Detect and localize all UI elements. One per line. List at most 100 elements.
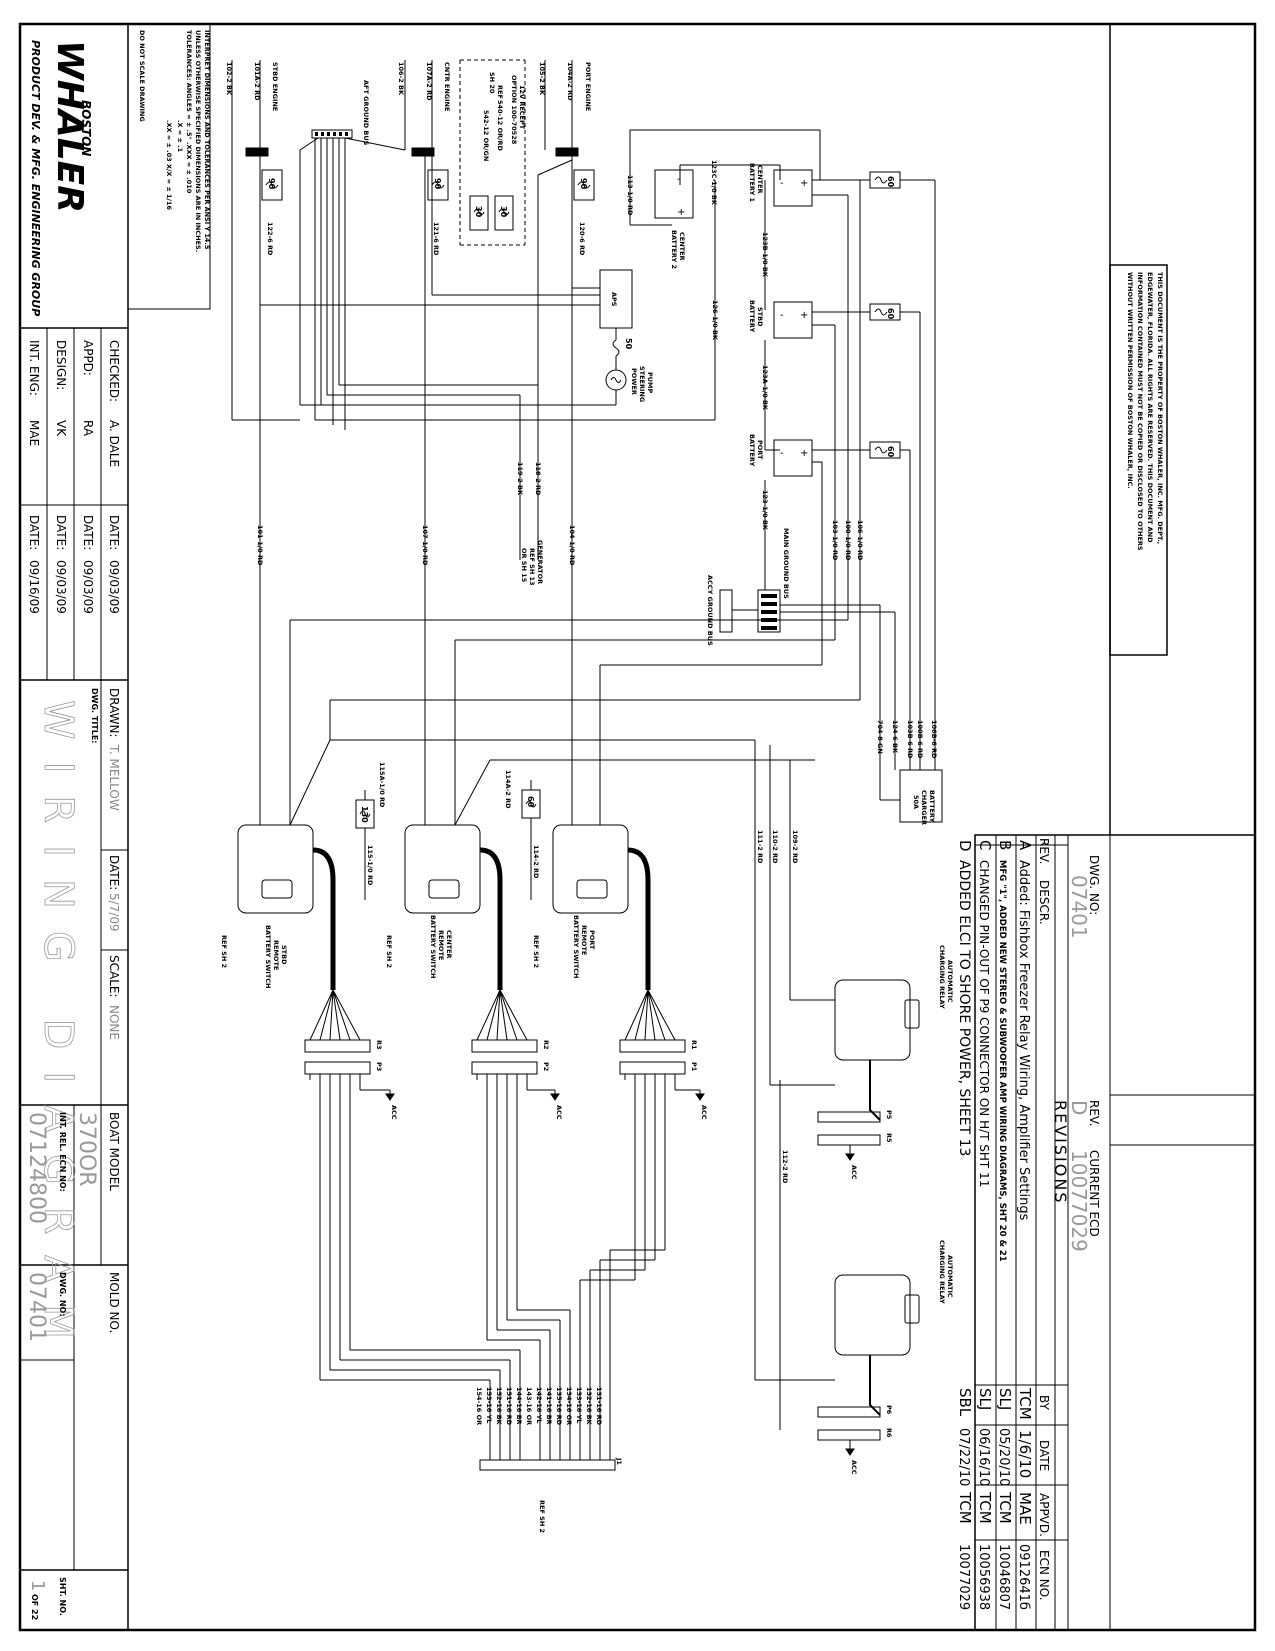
mold-no-label: MOLD NO. [107,1272,121,1333]
schematic: -+ -+ -+ -+ [231,59,943,1471]
svg-text:141-16 BR: 141-16 BR [545,1387,553,1425]
dwg-no-value: 07401 [24,1272,49,1342]
proprietary-4: WITHOUT WRITTEN PERMISSION OF BOSTON WHA… [1126,272,1134,489]
checked-date-label: DATE: [107,515,121,550]
svg-text:1/6/10: 1/6/10 [1016,1430,1034,1478]
svg-text:BATTERY SWITCH: BATTERY SWITCH [264,925,272,988]
svg-text:142-16 YL: 142-16 YL [535,1387,543,1423]
svg-text:OR SH 15: OR SH 15 [520,548,528,583]
tolerance-line-5: .XX = ± .03 X/X = ± 1/16 [165,120,173,210]
svg-text:TCM: TCM [996,1491,1014,1524]
svg-text:111-2 RD: 111-2 RD [756,830,764,864]
svg-text:TCM: TCM [1016,1387,1034,1420]
svg-text:R1: R1 [690,1040,698,1050]
svg-text:DATE:: DATE: [54,515,68,550]
automatic-charging-relay-1 [834,979,911,1061]
svg-text:10046807: 10046807 [996,1544,1011,1610]
svg-text:10077029: 10077029 [956,1544,971,1610]
svg-text:CENTER: CENTER [756,165,764,194]
svg-text:0912641б: 0912641б [1016,1544,1031,1610]
automatic-charging-relay-2 [834,1274,911,1356]
int-rel-label: INT. REL. ECN NO: [58,1112,67,1192]
svg-text:90: 90 [267,178,276,190]
tolerance-note: DO NOT SCALE DRAWING [138,30,146,122]
connector-r2 [471,1039,538,1053]
appd-value: RA [81,420,95,437]
port-battery [773,439,813,477]
svg-text:05/20/10: 05/20/10 [996,1428,1011,1486]
svg-text:100-1/0 RD: 100-1/0 RD [844,520,852,561]
svg-text:D: D [956,840,974,852]
svg-text:07/22/10: 07/22/10 [956,1428,971,1486]
stbd-remote-battery-switch [237,824,314,914]
svg-text:SBL: SBL [956,1388,974,1417]
svg-text:144-16 BR: 144-16 BR [515,1387,523,1425]
svg-text:106-2 BK: 106-2 BK [397,62,405,96]
svg-text:CENTER: CENTER [445,930,453,959]
revisions-title: REVISIONS [1051,1100,1070,1204]
svg-text:STBD: STBD [280,945,288,965]
svg-text:PORT: PORT [588,930,596,950]
port-engine-terminal [555,147,579,157]
connector-p5 [817,1111,881,1123]
dwg-title-label: DWG. TITLE: [90,688,99,744]
svg-text:110-2 RD: 110-2 RD [771,830,779,864]
rev-value: D [1067,1100,1091,1115]
svg-text:101A-2 RD: 101A-2 RD [253,62,261,101]
svg-text:153-16 YL: 153-16 YL [485,1387,493,1423]
int-eng-label: INT. ENG: [27,340,41,396]
svg-text:R5: R5 [885,1133,893,1143]
svg-text:WHALER: WHALER [49,40,90,213]
svg-text:113-1/0 RD: 113-1/0 RD [626,175,634,216]
svg-text:+: + [677,207,685,218]
drawn-label: DRAWN: [107,688,121,738]
revision-row-a: A Added: Fishbox Freezer Relay Wiring, A… [1016,840,1034,1610]
label-stbd-engine: STBD ENGINE [271,62,279,111]
int-eng-date: 09/16/09 [27,560,41,614]
revision-block: THIS DOCUMENT IS THE PROPERTY OF BOSTON … [956,24,1256,1631]
svg-text:119-2 BK: 119-2 BK [516,462,524,496]
label-cntr-engine: CNTR ENGINE [443,62,451,111]
harness-lines [309,1074,701,1460]
connector-p3 [304,1061,371,1075]
svg-text:P1: P1 [690,1062,698,1072]
fuse-30a [469,195,489,231]
svg-text:-: - [780,448,784,459]
appd-date: 09/03/09 [81,560,95,614]
svg-text:132-16 BK: 132-16 BK [585,1387,593,1426]
svg-text:REMOTE: REMOTE [272,940,280,970]
svg-text:R2: R2 [542,1040,550,1050]
revision-row-c: C CHANGED PIN-OUT OF P9 CONNECTOR ON H/T… [976,840,994,1610]
svg-text:115-1/0 RD: 115-1/0 RD [366,845,374,886]
dwg-title: WIRING DIAGRAM [35,700,81,1361]
connector-r5 [817,1134,881,1146]
svg-text:PUMP: PUMP [646,372,654,394]
svg-text:123-1/0 BK: 123-1/0 BK [761,490,769,531]
boat-model-label: BOAT MODEL [107,1112,121,1191]
svg-text:60: 60 [886,308,895,320]
svg-text:ACC: ACC [700,1105,708,1120]
svg-text:B: B [996,840,1014,850]
svg-text:P6: P6 [885,1405,893,1415]
svg-text:102-2 BK: 102-2 BK [225,62,233,96]
rev-dwg-no-label: DWG. NO: [1087,855,1101,915]
company-logo: BOSTON WHALER PRODUCT DEV. & MFG. ENGINE… [29,40,93,316]
svg-text:50A: 50A [912,795,920,809]
revision-row-d: D ADDED ELCI TO SHORE POWER, SHEET 13 SB… [956,840,974,1610]
svg-text:REMOTE: REMOTE [437,930,445,960]
svg-text:50: 50 [624,338,633,350]
svg-text:115A-1/0 RD: 115A-1/0 RD [378,762,386,808]
svg-text:DATE:: DATE: [27,515,41,550]
checked-label: CHECKED: [107,340,121,402]
svg-text:R6: R6 [885,1428,893,1438]
svg-text:CHANGED PIN-OUT OF P9 CONNECTO: CHANGED PIN-OUT OF P9 CONNECTOR ON H/T S… [977,860,991,1187]
proprietary-1: THIS DOCUMENT IS THE PROPERTY OF BOSTON … [1156,272,1164,544]
scale-label: SCALE: [107,955,121,998]
label-accy-ground-bus: ACCY GROUND BUS [706,575,714,646]
svg-text:122-6 RD: 122-6 RD [266,222,274,256]
int-eng-value: MAE [27,420,41,446]
boat-model: 370OR [74,1112,99,1187]
svg-text:105-2 BK: 105-2 BK [538,62,546,96]
tolerance-line-3: TOLERANCES: ANGLES = ± .5° .XXX = ± .010 [185,30,193,194]
svg-text:123B-1/0 BK: 123B-1/0 BK [761,232,769,278]
